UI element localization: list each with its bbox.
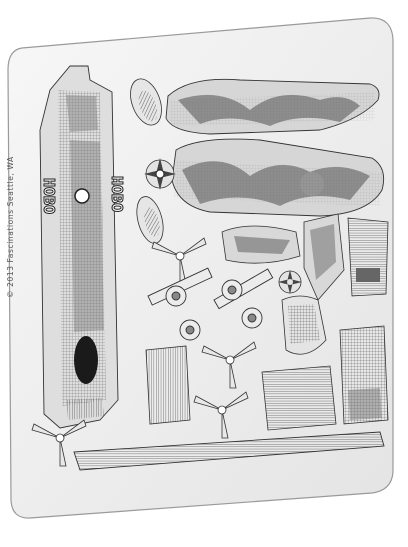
svg-text:HOBO: HOBO	[40, 178, 58, 214]
propeller-star-2	[278, 270, 302, 294]
upper-wing	[165, 78, 380, 135]
propeller-c	[193, 391, 249, 439]
svg-text:HOBO: HOBO	[108, 176, 126, 212]
propeller-b	[201, 341, 257, 389]
propeller-d	[31, 419, 87, 467]
propeller-star-1	[144, 158, 176, 190]
small-wing-piece	[136, 196, 164, 244]
deck-plate-1	[145, 345, 191, 425]
tail-fin-2	[303, 213, 345, 301]
fuselage-frame	[281, 295, 327, 355]
lower-wing	[171, 138, 385, 217]
deck-plate-2	[261, 365, 337, 431]
tower-piece-right	[347, 217, 389, 297]
bottom-deck-strip	[73, 431, 385, 471]
landing-gear-2	[213, 268, 274, 329]
tail-fin-1	[221, 225, 301, 264]
small-hull-part	[130, 78, 162, 126]
landing-gear-1	[147, 267, 213, 341]
propeller-a	[151, 237, 207, 285]
deck-plate-3	[339, 325, 389, 425]
hull-piece: HOBO HOBO	[40, 65, 127, 429]
copyright-text: © 2013 Fascinations Seattle, WA	[6, 156, 15, 298]
